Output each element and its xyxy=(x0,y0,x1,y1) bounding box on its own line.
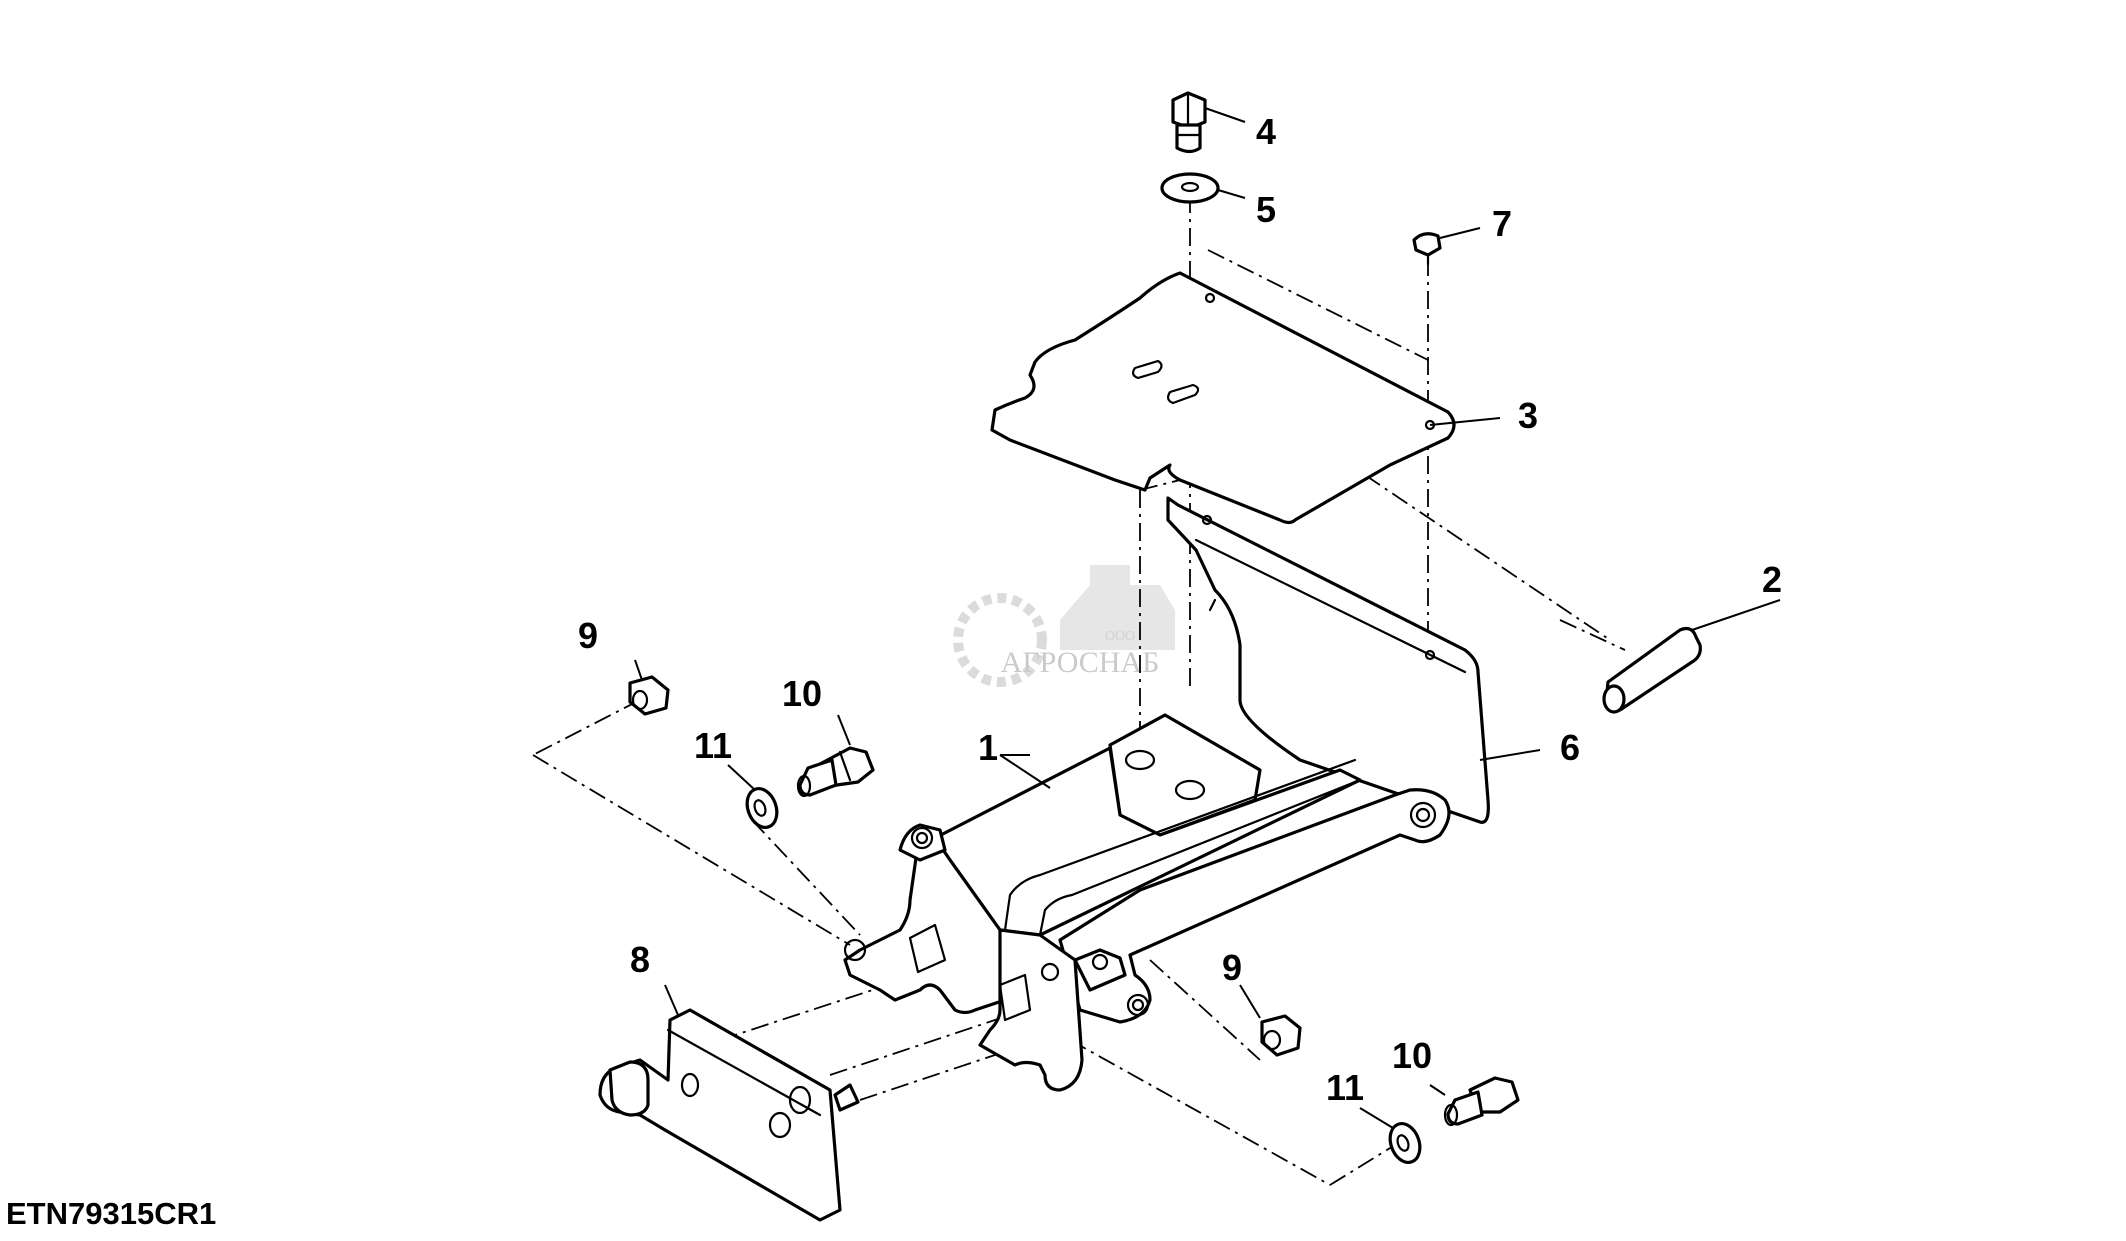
bracket-plate-part-8 xyxy=(598,1008,860,1222)
callout-8: 8 xyxy=(630,939,650,980)
lock-washer-part-11-lower xyxy=(1388,1122,1422,1164)
screw-part-7 xyxy=(1412,232,1442,266)
callout-11-upper: 11 xyxy=(694,725,732,766)
callout-9-upper: 9 xyxy=(578,615,598,656)
agrosnab-watermark: ООО АГРОСНАБ xyxy=(953,565,1175,687)
bolt-part-10-lower xyxy=(1443,1076,1520,1127)
nut-part-9-lower xyxy=(1260,1014,1302,1057)
shield-plate-part-3 xyxy=(990,271,1456,525)
callout-11-lower: 11 xyxy=(1326,1067,1364,1108)
callout-3: 3 xyxy=(1518,395,1538,436)
callout-10-upper: 10 xyxy=(782,673,822,714)
callout-6: 6 xyxy=(1560,727,1580,768)
callout-1: 1 xyxy=(978,727,998,768)
watermark-small-text: ООО xyxy=(1105,629,1135,644)
callout-10-lower: 10 xyxy=(1392,1035,1432,1076)
pin-part-2 xyxy=(1602,626,1702,714)
callout-5: 5 xyxy=(1256,189,1276,230)
side-guard-part-6 xyxy=(1166,496,1490,824)
main-bracket-part-1 xyxy=(843,713,1451,1092)
bolt-part-4 xyxy=(1171,91,1207,154)
figure-id-label: ETN79315CR1 xyxy=(6,1196,217,1231)
watermark-brand: АГРОСНАБ xyxy=(1001,646,1160,679)
callout-4: 4 xyxy=(1256,111,1276,152)
nut-part-9-upper xyxy=(628,675,670,716)
bolt-part-10-upper xyxy=(796,746,875,798)
lock-washer-part-11-upper xyxy=(745,787,779,829)
washer-part-5 xyxy=(1160,172,1220,204)
callout-labels: 1 2 3 4 5 6 7 8 9 9 10 10 11 11 xyxy=(578,111,1782,1108)
callout-2: 2 xyxy=(1762,559,1782,600)
callout-9-lower: 9 xyxy=(1222,947,1242,988)
callout-7: 7 xyxy=(1492,203,1512,244)
leader-lines xyxy=(634,107,1781,1129)
alignment-lines xyxy=(532,195,1626,1186)
